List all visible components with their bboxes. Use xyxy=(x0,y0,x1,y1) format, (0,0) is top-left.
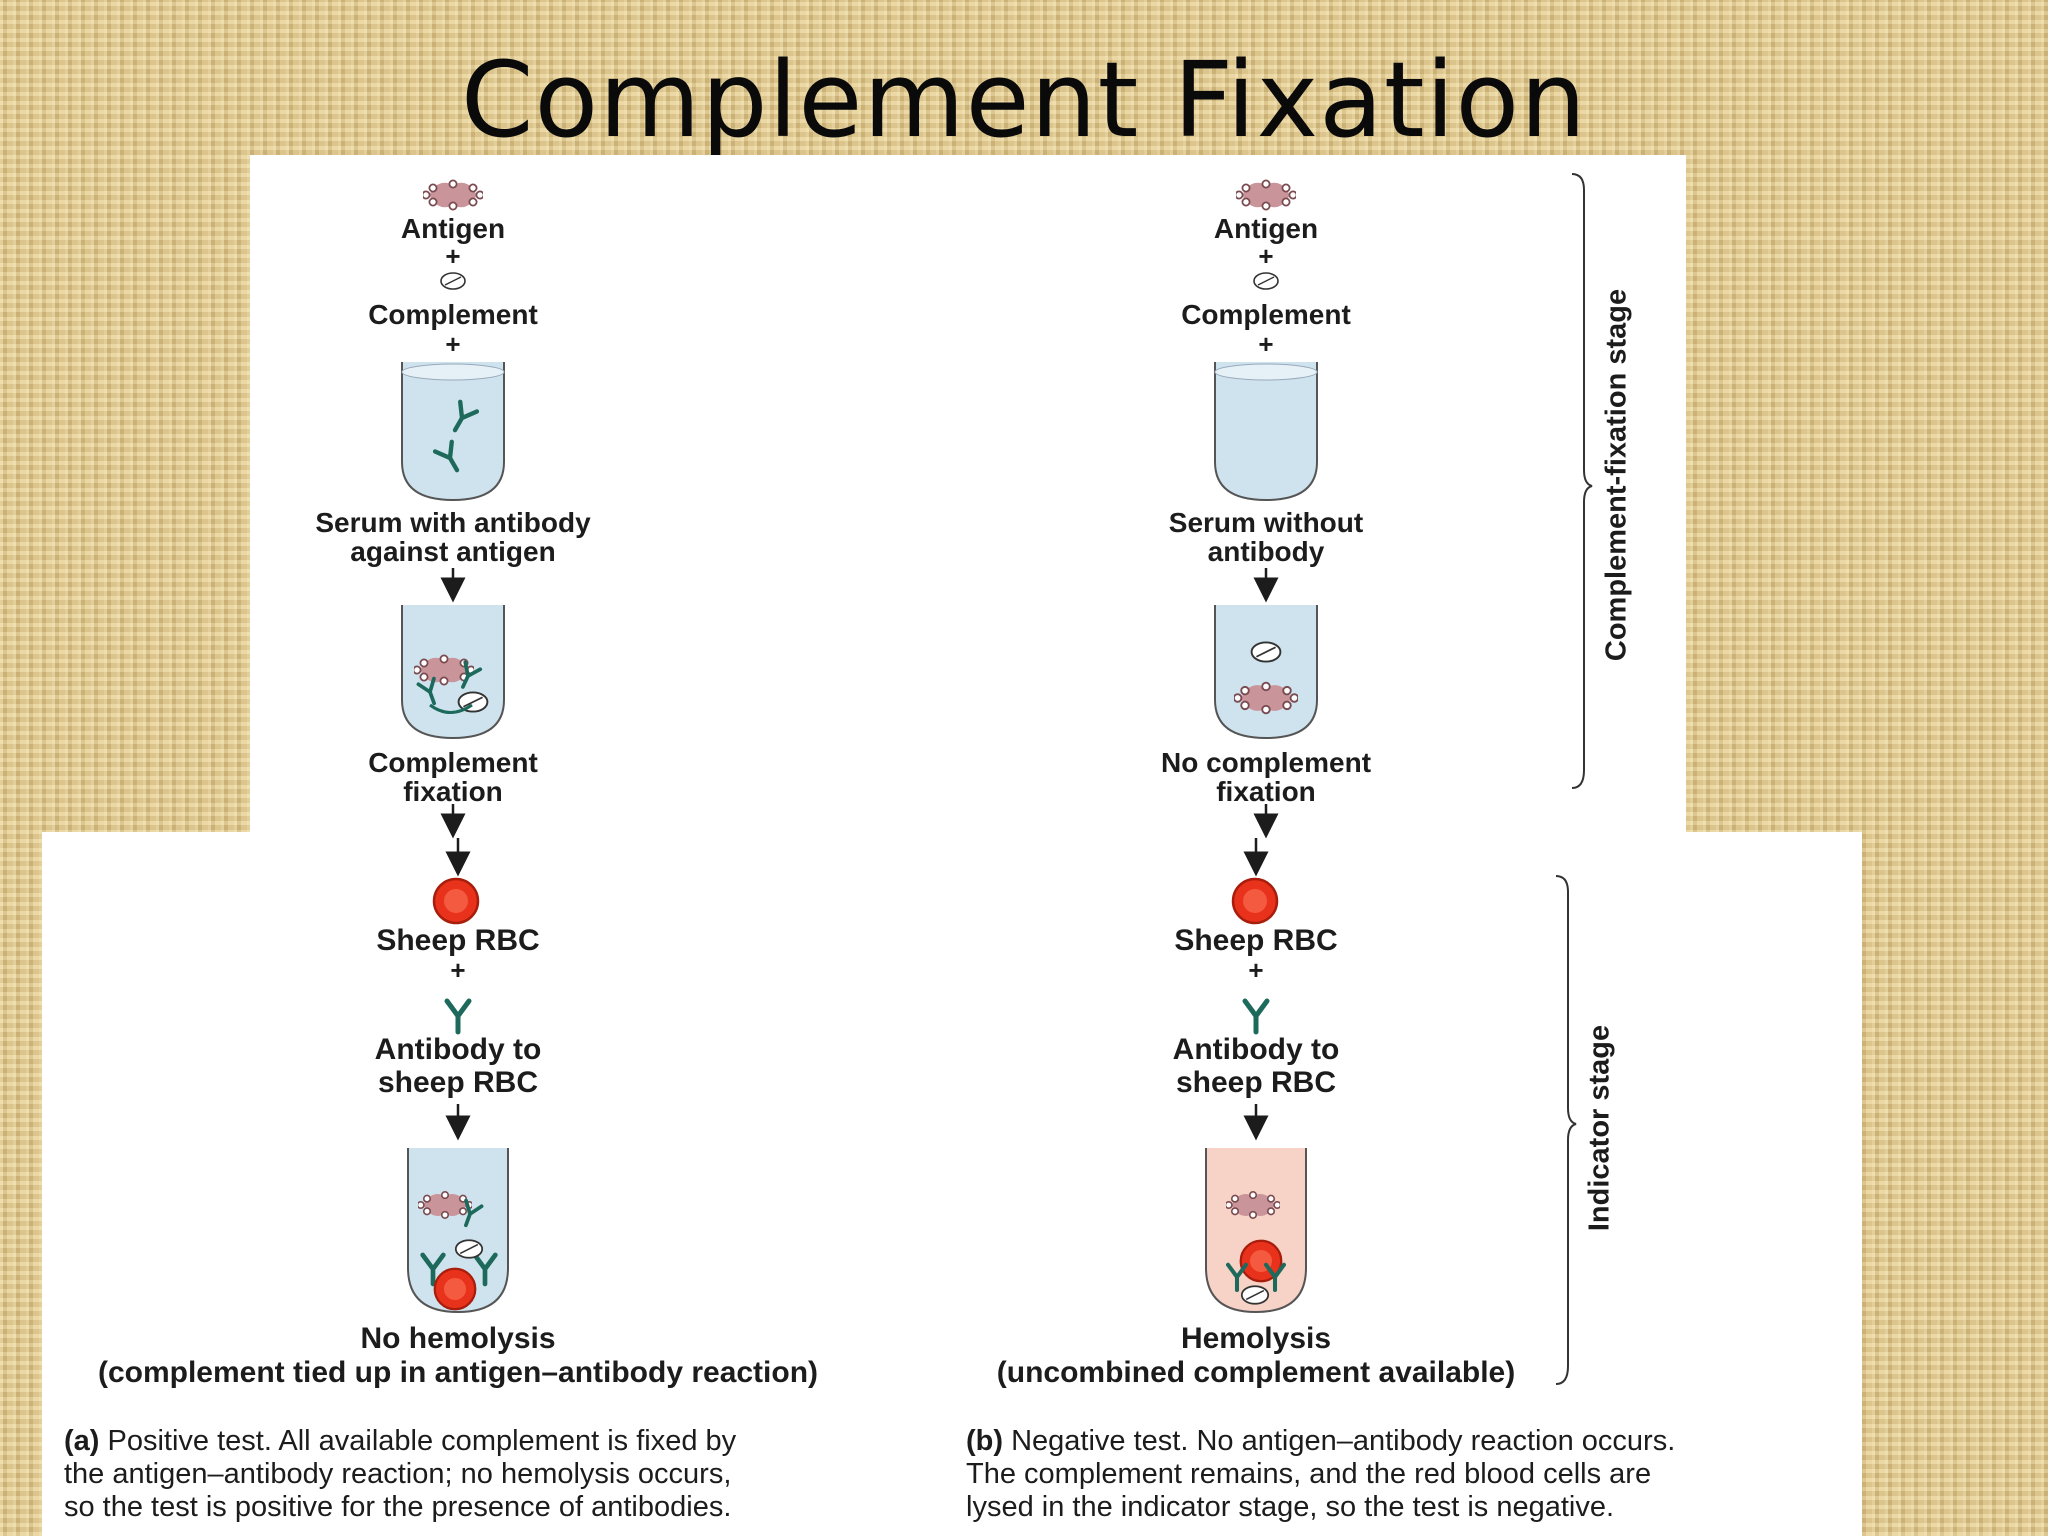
plus-sign-left-1: + xyxy=(445,241,461,271)
antigen-label-right: Antigen xyxy=(1213,213,1319,244)
outcome-label-right: Hemolysis xyxy=(1180,1322,1332,1355)
flow-arrows xyxy=(440,568,1279,1141)
outcome-note-right: (uncombined complement available) xyxy=(996,1356,1516,1389)
antibody-rbc-label-left: Antibody to sheep RBC xyxy=(375,1033,542,1099)
fixation-result-left-line2: fixation xyxy=(403,776,503,807)
plus-sign-left-3: + xyxy=(450,955,466,985)
complement-label-right: Complement xyxy=(1181,299,1351,330)
plus-sign-right-2: + xyxy=(1258,329,1274,359)
fixation-result-right-line2: fixation xyxy=(1216,776,1316,807)
complement-icon-right xyxy=(1253,272,1279,290)
antibody-rbc-left-line2: sheep RBC xyxy=(377,1066,539,1099)
serum-label-left-line2: against antigen xyxy=(350,536,556,567)
antibody-rbc-right-line1: Antibody to xyxy=(1172,1033,1340,1066)
indicator-tube-right xyxy=(1205,1148,1307,1314)
antibody-rbc-right-line2: sheep RBC xyxy=(1175,1066,1337,1099)
figure-panel-bottom xyxy=(42,832,1862,1536)
slide-title: Complement Fixation xyxy=(460,39,1588,161)
antigen-label-left: Antigen xyxy=(400,213,506,244)
serum-label-right: Serum without antibody xyxy=(1169,508,1363,566)
caption-positive-test: (a) Positive test. All available complem… xyxy=(64,1425,736,1524)
outcome-label-left: No hemolysis xyxy=(360,1322,556,1355)
caption-positive-line3: so the test is positive for the presence… xyxy=(64,1491,732,1523)
caption-negative-line2: The complement remains, and the red bloo… xyxy=(966,1458,1652,1490)
fixation-stage-label: Complement-fixation stage xyxy=(1600,288,1633,662)
outcome-note-left: (complement tied up in antigen–antibody … xyxy=(97,1356,819,1389)
caption-positive-line1: (a) Positive test. All available complem… xyxy=(64,1425,736,1458)
caption-positive-tag: (a) xyxy=(64,1425,100,1457)
caption-negative-text1: Negative test. No antigen–antibody react… xyxy=(1011,1425,1676,1457)
antigen-icon-left xyxy=(423,179,483,211)
fixation-result-right-line1: No complement xyxy=(1160,747,1372,778)
antigen-icon-right xyxy=(1236,179,1296,211)
plus-sign-left-2: + xyxy=(445,329,461,359)
caption-negative-test: (b) Negative test. No antigen–antibody r… xyxy=(966,1425,1675,1524)
serum-tube-right xyxy=(1214,362,1318,502)
fixation-result-label-left: Complement fixation xyxy=(368,748,538,806)
fixation-tube-right xyxy=(1214,605,1318,740)
rbc-icon-left xyxy=(432,877,480,925)
sheep-rbc-label-left: Sheep RBC xyxy=(376,924,540,957)
indicator-stage-label: Indicator stage xyxy=(1583,1024,1616,1232)
plus-sign-right-1: + xyxy=(1258,241,1274,271)
fixation-tube-left xyxy=(401,605,505,740)
complement-icon-left xyxy=(440,272,466,290)
sheep-rbc-label-right: Sheep RBC xyxy=(1174,924,1338,957)
caption-negative-line1: (b) Negative test. No antigen–antibody r… xyxy=(966,1425,1675,1458)
caption-positive-line2: the antigen–antibody reaction; no hemoly… xyxy=(64,1458,732,1490)
serum-label-left-line1: Serum with antibody xyxy=(315,507,591,538)
antibody-icon-right xyxy=(1245,1001,1267,1032)
fixation-result-left-line1: Complement xyxy=(368,747,538,778)
serum-label-left: Serum with antibody against antigen xyxy=(315,508,590,566)
indicator-stage-brace xyxy=(1555,875,1577,1385)
fixation-stage-brace xyxy=(1571,173,1593,789)
antibody-icon-left xyxy=(447,1001,469,1032)
serum-label-right-line1: Serum without xyxy=(1168,507,1364,538)
caption-negative-tag: (b) xyxy=(966,1425,1004,1457)
indicator-tube-left xyxy=(407,1148,509,1314)
serum-tube-left xyxy=(401,362,505,502)
fixation-result-label-right: No complement fixation xyxy=(1161,748,1371,806)
caption-positive-text1: Positive test. All available complement … xyxy=(107,1425,737,1457)
plus-sign-right-3: + xyxy=(1248,955,1264,985)
antibody-rbc-label-right: Antibody to sheep RBC xyxy=(1173,1033,1340,1099)
caption-negative-line3: lysed in the indicator stage, so the tes… xyxy=(966,1491,1615,1523)
rbc-icon-right xyxy=(1231,877,1279,925)
complement-label-left: Complement xyxy=(368,299,538,330)
serum-label-right-line2: antibody xyxy=(1207,536,1325,567)
antibody-rbc-left-line1: Antibody to xyxy=(374,1033,542,1066)
